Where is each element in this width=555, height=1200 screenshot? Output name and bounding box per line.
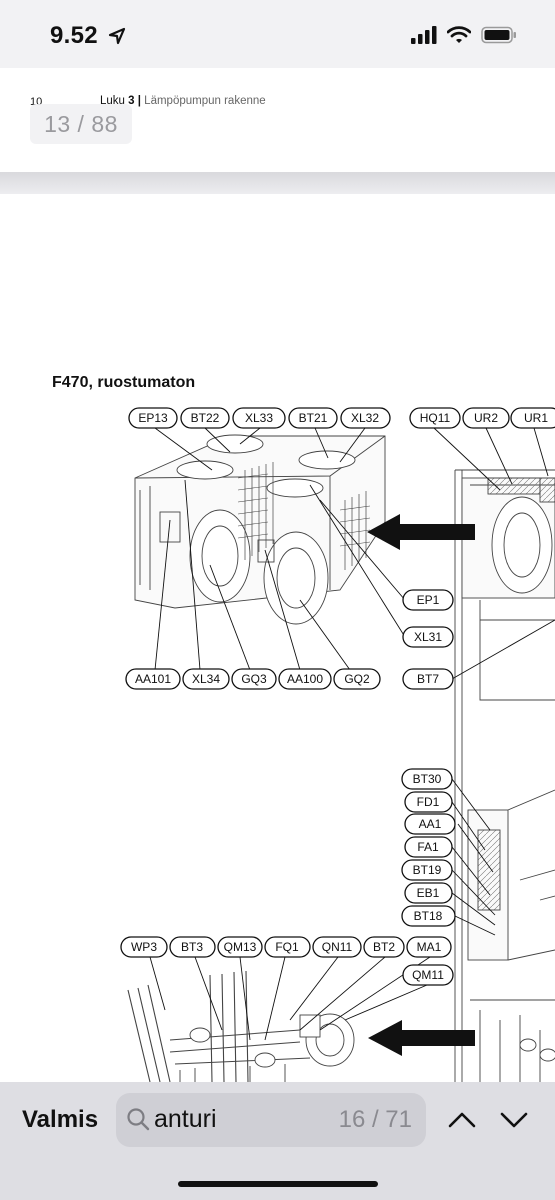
label-hq11: HQ11	[420, 411, 451, 425]
label-fq1: FQ1	[275, 940, 299, 954]
chevron-down-icon	[500, 1112, 528, 1128]
label-qm13: QM13	[224, 940, 257, 954]
label-xl34: XL34	[192, 672, 220, 686]
status-bar: 9.52	[0, 0, 555, 68]
done-button[interactable]: Valmis	[22, 1106, 99, 1133]
airflow-arrow-top	[367, 514, 475, 550]
next-match-button[interactable]	[492, 1098, 536, 1142]
section-title: F470, ruostumaton	[52, 374, 196, 391]
label-fd1: FD1	[417, 795, 440, 809]
label-aa1: AA1	[419, 817, 442, 831]
label-bt19: BT19	[413, 863, 442, 877]
label-bt18: BT18	[414, 909, 443, 923]
label-wp3: WP3	[131, 940, 157, 954]
find-input[interactable]	[154, 1105, 324, 1134]
label-ep1: EP1	[417, 593, 440, 607]
label-qm11: QM11	[412, 968, 444, 982]
label-gq3: GQ3	[241, 672, 267, 686]
status-time: 9.52	[50, 22, 98, 49]
label-bt30: BT30	[413, 772, 442, 786]
technical-diagram: EP13 BT22 XL33 BT21 XL32 HQ11 UR2 UR1 EP…	[120, 407, 555, 1082]
label-fa1: FA1	[417, 840, 439, 854]
page-separator	[0, 172, 555, 194]
label-eb1: EB1	[417, 886, 440, 900]
label-gq2: GQ2	[344, 672, 370, 686]
label-ma1: MA1	[417, 940, 442, 954]
match-count: 16 / 71	[338, 1106, 412, 1133]
find-field[interactable]: 16 / 71	[116, 1093, 426, 1147]
label-bt3: BT3	[181, 940, 203, 954]
label-ur2: UR2	[474, 411, 498, 425]
chapter-title: Lämpöpumpun rakenne	[144, 95, 266, 107]
previous-match-button[interactable]	[440, 1098, 484, 1142]
location-arrow-icon	[108, 27, 126, 45]
label-aa100: AA100	[287, 672, 323, 686]
label-xl33: XL33	[245, 411, 273, 425]
label-aa101: AA101	[135, 672, 171, 686]
chevron-up-icon	[448, 1112, 476, 1128]
label-xl32: XL32	[351, 411, 379, 425]
label-ur1: UR1	[524, 411, 548, 425]
label-bt2: BT2	[373, 940, 395, 954]
chapter-header: Luku 3 | Lämpöpumpun rakenne	[100, 95, 266, 107]
label-ep13: EP13	[138, 411, 168, 425]
page-counter-overlay: 13 / 88	[30, 104, 132, 144]
label-bt7: BT7	[417, 672, 439, 686]
label-xl31: XL31	[414, 630, 442, 644]
battery-icon	[481, 26, 516, 44]
label-bt22: BT22	[191, 411, 220, 425]
search-icon	[127, 1108, 150, 1131]
airflow-arrow-bottom	[368, 1020, 475, 1056]
chapter-number: 3	[128, 95, 135, 107]
cellular-signal-icon	[411, 26, 437, 44]
label-bt21: BT21	[299, 411, 328, 425]
label-qn11: QN11	[322, 940, 353, 954]
chapter-separator: |	[137, 95, 141, 107]
home-indicator[interactable]	[178, 1181, 378, 1187]
wifi-icon	[447, 26, 471, 43]
